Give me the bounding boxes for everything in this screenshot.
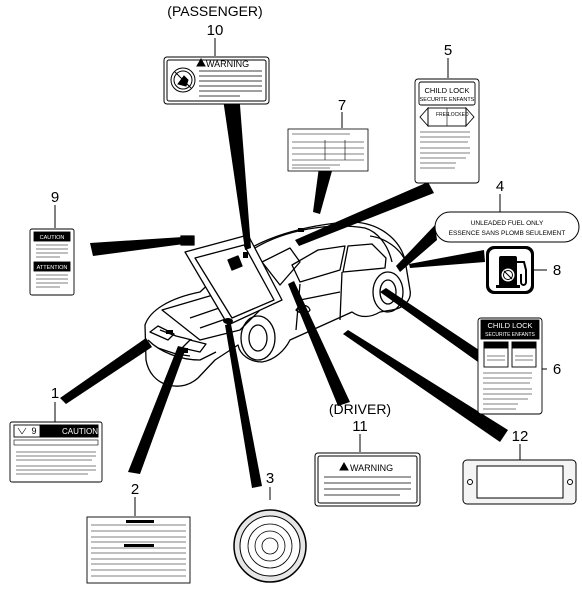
callout-11: 11 — [352, 418, 368, 435]
label-1-caution-text: CAUTION — [62, 427, 98, 436]
callout-9: 9 — [51, 189, 59, 206]
leader-9 — [90, 237, 184, 256]
passenger-caption: (PASSENGER) — [167, 3, 262, 19]
leader-5 — [295, 182, 434, 246]
label-6-subtitle: SECURITE ENFANTS — [485, 332, 535, 338]
callout-6: 6 — [553, 361, 561, 378]
callout-4: 4 — [496, 178, 504, 195]
leader-12 — [343, 330, 508, 442]
callout-7: 7 — [338, 97, 346, 114]
callout-10: 10 — [207, 22, 224, 39]
driver-caption: (DRIVER) — [329, 401, 391, 417]
label-7-tire-placard — [287, 128, 369, 172]
label-4-line2: ESSENCE SANS PLOMB SEULEMENT — [449, 230, 566, 237]
car-illustration — [144, 221, 411, 387]
callout-5: 5 — [444, 42, 452, 59]
leader-11 — [288, 281, 350, 406]
label-2-emission-label — [86, 516, 191, 584]
label-3-round-label — [233, 509, 307, 583]
label-5-subtitle: SECURITE ENFANTS — [420, 97, 475, 103]
label-10-warning-text: WARNING — [206, 59, 249, 69]
target-2 — [180, 348, 188, 353]
label-1-caution: CAUTION 9 — [9, 421, 103, 483]
callout-lines — [54, 38, 547, 516]
label-6-child-lock: CHILD LOCK SECURITE ENFANTS — [477, 317, 543, 415]
callout-3: 3 — [266, 470, 274, 487]
callout-12: 12 — [512, 428, 529, 445]
label-11-driver-warning: WARNING — [314, 452, 421, 507]
target-1 — [166, 330, 173, 334]
callout-numbers: 10 7 5 4 8 6 9 1 2 3 11 12 (PASSENGER) (… — [51, 3, 561, 498]
label-9-caution: CAUTION ATTENTION — [29, 228, 75, 296]
leader-4 — [396, 225, 437, 272]
leader-6 — [380, 288, 482, 362]
label-1-code: 9 — [31, 426, 36, 436]
open-hood — [180, 234, 283, 326]
leader-10 — [222, 92, 251, 250]
label-10-passenger-warning: WARNING — [163, 56, 270, 105]
leader-3 — [225, 324, 262, 488]
label-9-attention-text: ATTENTION — [37, 265, 68, 271]
label-12-plate — [462, 459, 577, 505]
label-6-title: CHILD LOCK — [487, 321, 532, 330]
label-8-fuel-pump-icon — [486, 246, 534, 294]
target-7 — [298, 228, 304, 232]
leader-8 — [409, 250, 485, 268]
label-9-caution-text: CAUTION — [40, 235, 65, 241]
callout-8: 8 — [553, 262, 561, 279]
label-11-warning-text: WARNING — [350, 463, 393, 473]
leader-1 — [60, 338, 152, 404]
label-5-child-lock: CHILD LOCK SECURITE ENFANTS FREE LOCKED — [414, 78, 480, 184]
label-4-fuel-label: UNLEADED FUEL ONLY ESSENCE SANS PLOMB SE… — [434, 211, 580, 243]
label-5-title: CHILD LOCK — [424, 86, 469, 95]
label-5-locked: LOCKED — [448, 112, 469, 118]
leader-wedges — [60, 92, 508, 488]
target-10 — [243, 252, 248, 258]
leader-2 — [128, 346, 186, 474]
target-3 — [223, 318, 233, 324]
label-5-free: FREE — [436, 112, 450, 118]
callout-2: 2 — [131, 481, 139, 498]
label-4-line1: UNLEADED FUEL ONLY — [471, 220, 544, 227]
callout-1: 1 — [51, 385, 59, 402]
